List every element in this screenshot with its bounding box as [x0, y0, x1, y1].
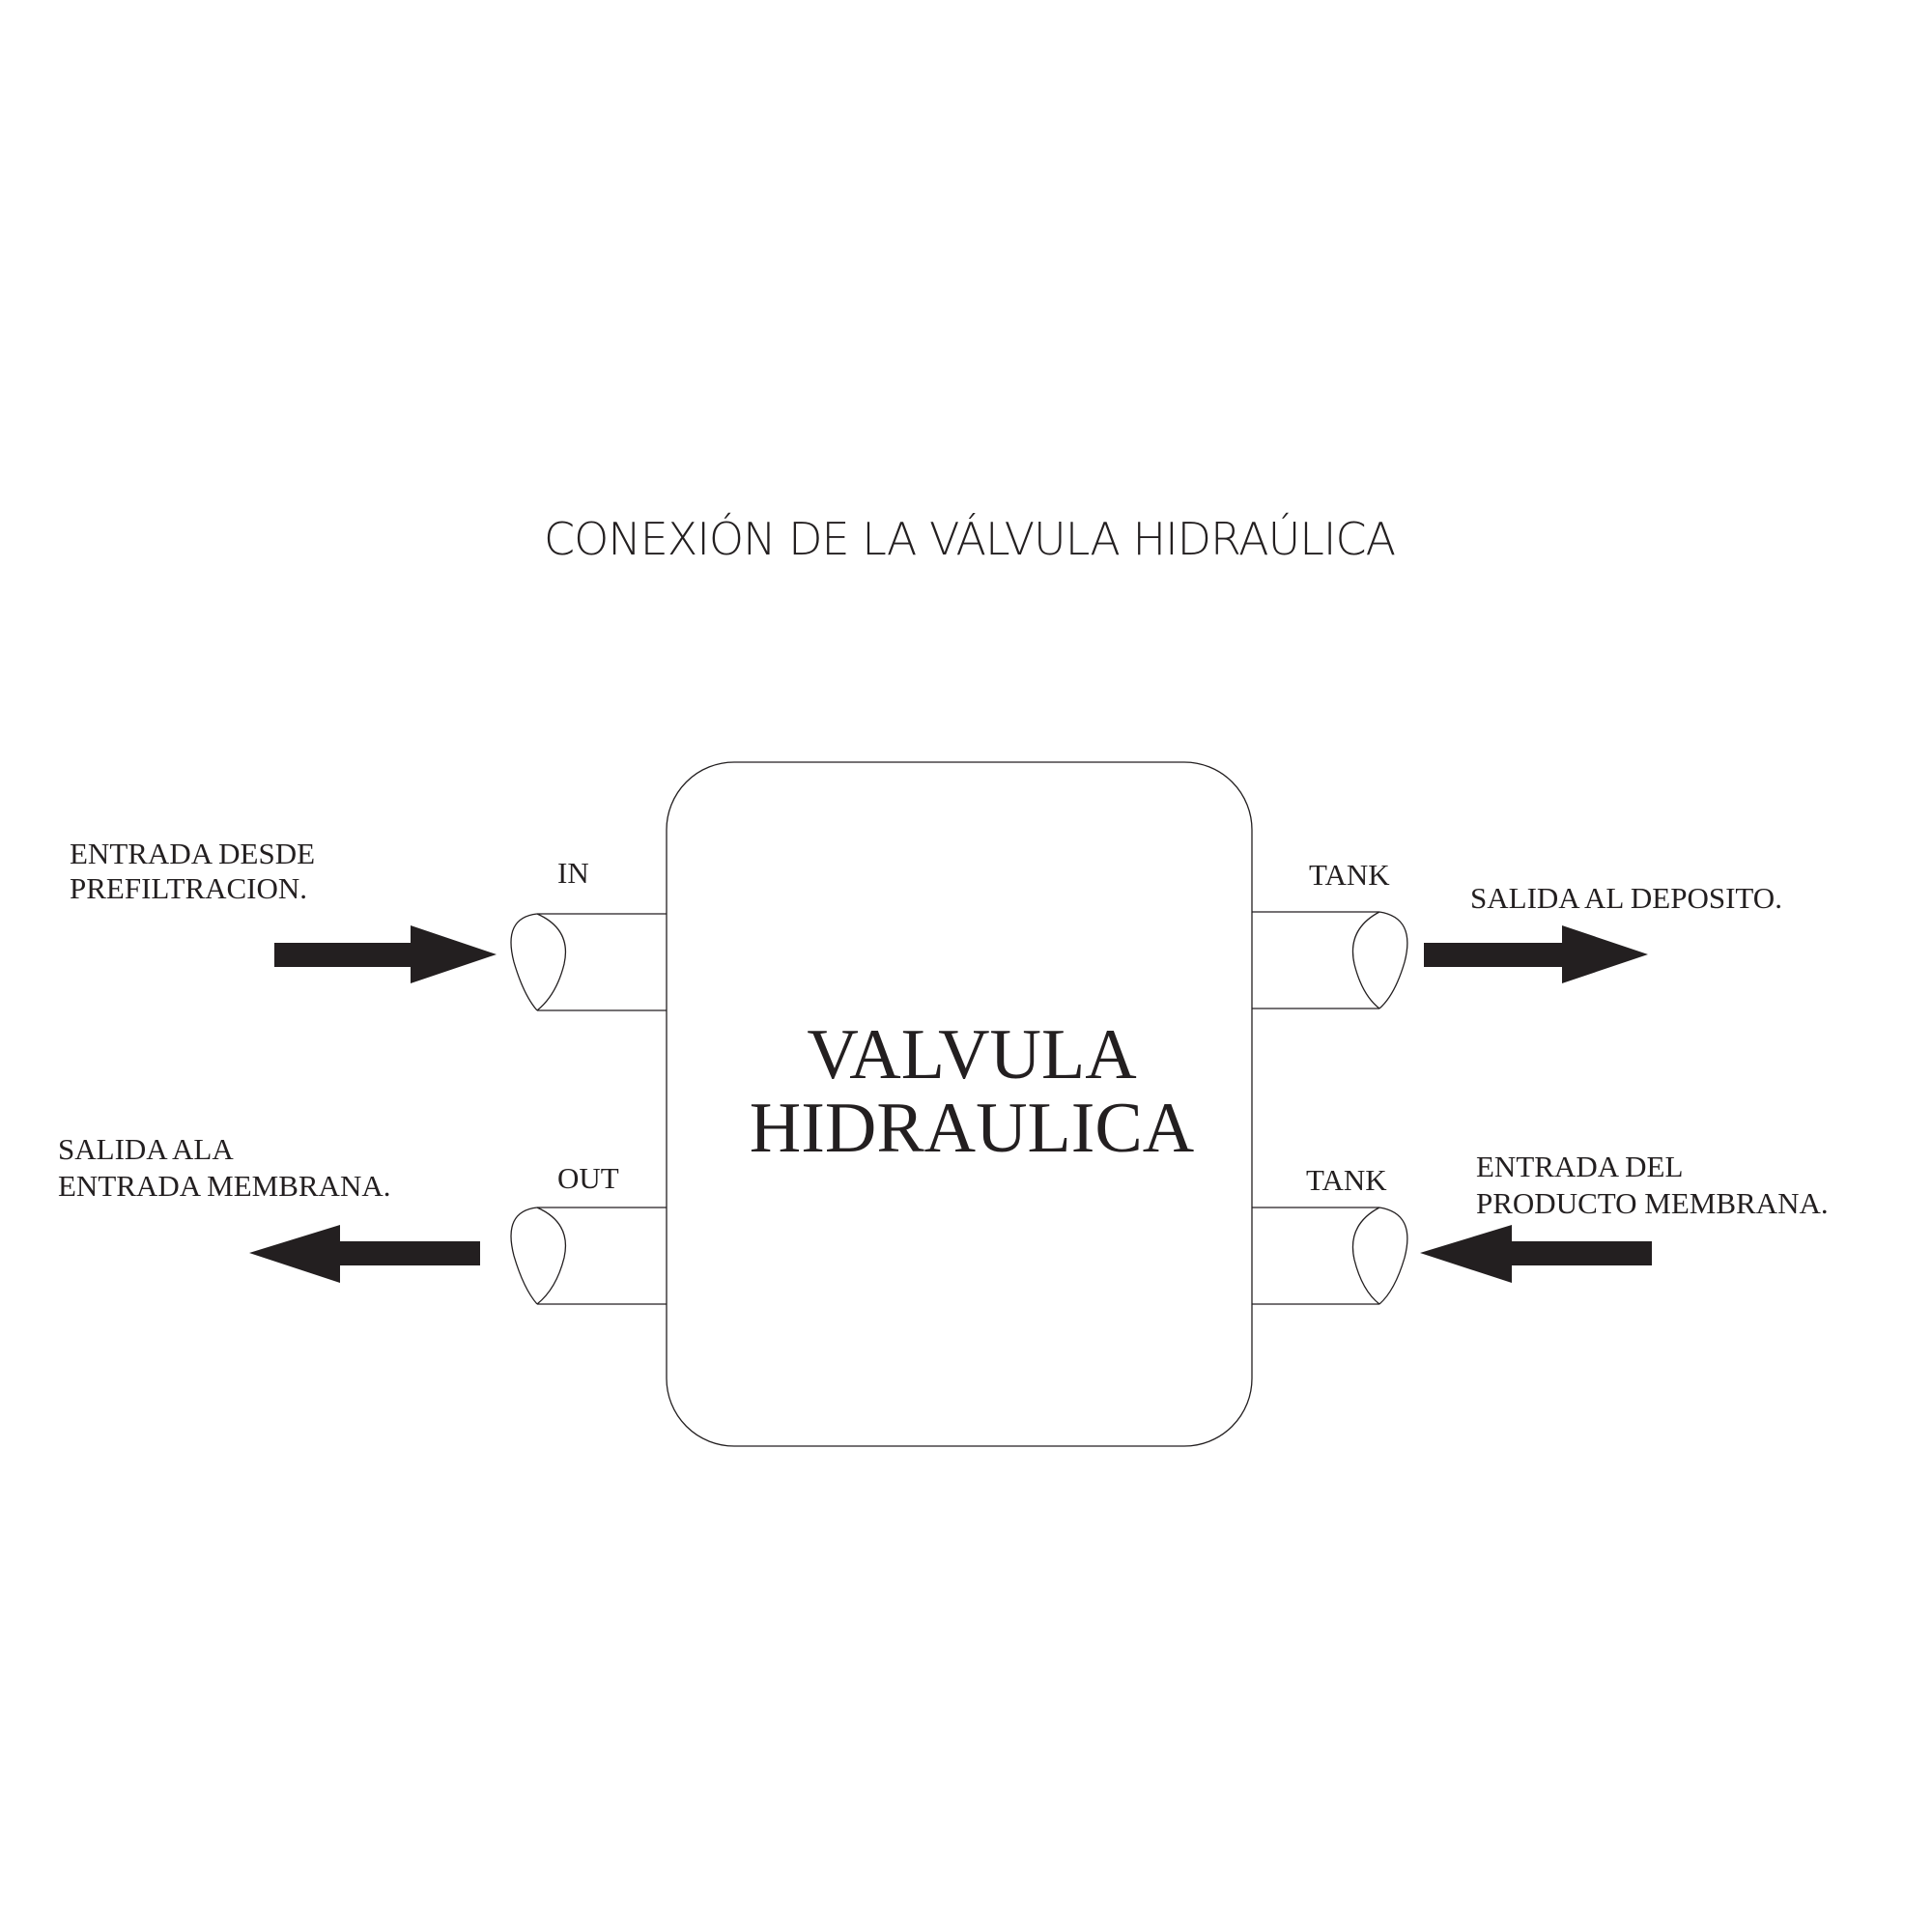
port-label-tank-bottom: TANK — [1306, 1163, 1387, 1197]
diagram-title: CONEXIÓN DE LA VÁLVULA HIDRAÚLICA — [544, 513, 1395, 565]
arrow-outlet — [249, 1225, 480, 1283]
valve-body — [666, 761, 1253, 1447]
flow-inlet-line1: ENTRADA DESDE — [70, 837, 315, 870]
pipe-tank-bottom — [1252, 1207, 1408, 1305]
flow-tank-in-line1: ENTRADA DEL — [1476, 1150, 1683, 1183]
pipe-out — [510, 1207, 667, 1305]
port-label-out: OUT — [557, 1161, 619, 1195]
arrow-tank-in — [1420, 1225, 1652, 1283]
valve-label-line2: HIDRAULICA — [750, 1089, 1194, 1168]
valve-label-line1: VALVULA — [807, 1015, 1136, 1094]
port-label-tank-top: TANK — [1309, 858, 1390, 892]
flow-outlet-line2: ENTRADA MEMBRANA. — [58, 1169, 390, 1203]
arrow-tank-out — [1424, 925, 1648, 983]
pipe-in — [510, 913, 667, 1011]
port-label-in: IN — [557, 856, 589, 890]
flow-tank-in-line2: PRODUCTO MEMBRANA. — [1476, 1186, 1829, 1220]
arrow-inlet — [274, 925, 497, 983]
flow-outlet-line1: SALIDA ALA — [58, 1132, 234, 1166]
flow-inlet-line2: PREFILTRACION. — [70, 871, 307, 905]
pipe-tank-top — [1252, 911, 1408, 1009]
flow-tank-out-line1: SALIDA AL DEPOSITO. — [1470, 881, 1782, 915]
